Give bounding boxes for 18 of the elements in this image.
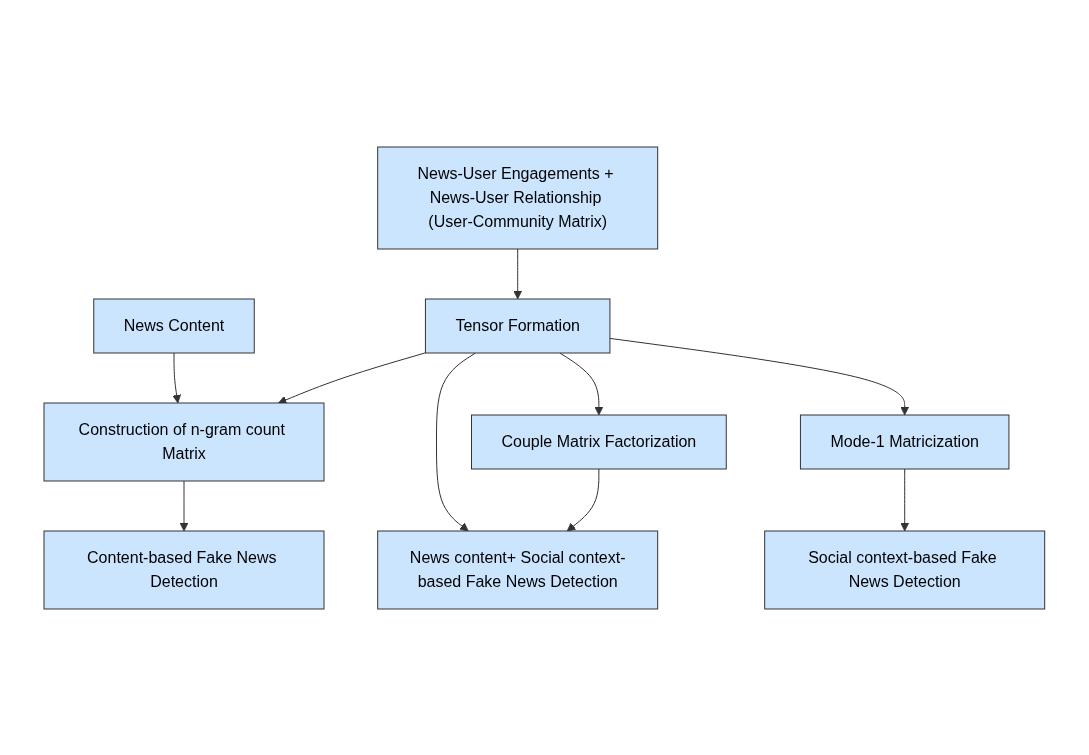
arrow (513, 248, 523, 299)
arrow (436, 352, 477, 531)
arrow (566, 468, 600, 531)
node-box: Tensor Formation (425, 298, 611, 353)
arrow (278, 351, 427, 404)
node-box: News content+ Social context-based Fake News Detection (377, 530, 659, 609)
arrow (609, 337, 910, 415)
node-box: News Content (93, 298, 255, 353)
node-box: News-User Engagements + News-User Relationship (User-Community Matrix) (377, 146, 659, 249)
arrow (179, 480, 189, 531)
node-box: Content-based Fake News Detection (43, 530, 325, 609)
arrow (900, 468, 910, 531)
node-box: Couple Matrix Factorization (471, 414, 727, 469)
node-box: Mode-1 Matricization (800, 414, 1010, 469)
node-box: Construction of n-gram count Matrix (43, 402, 325, 481)
arrow (172, 352, 182, 403)
node-box: Social context-based Fake News Detection (764, 530, 1046, 609)
arrow (559, 352, 604, 415)
